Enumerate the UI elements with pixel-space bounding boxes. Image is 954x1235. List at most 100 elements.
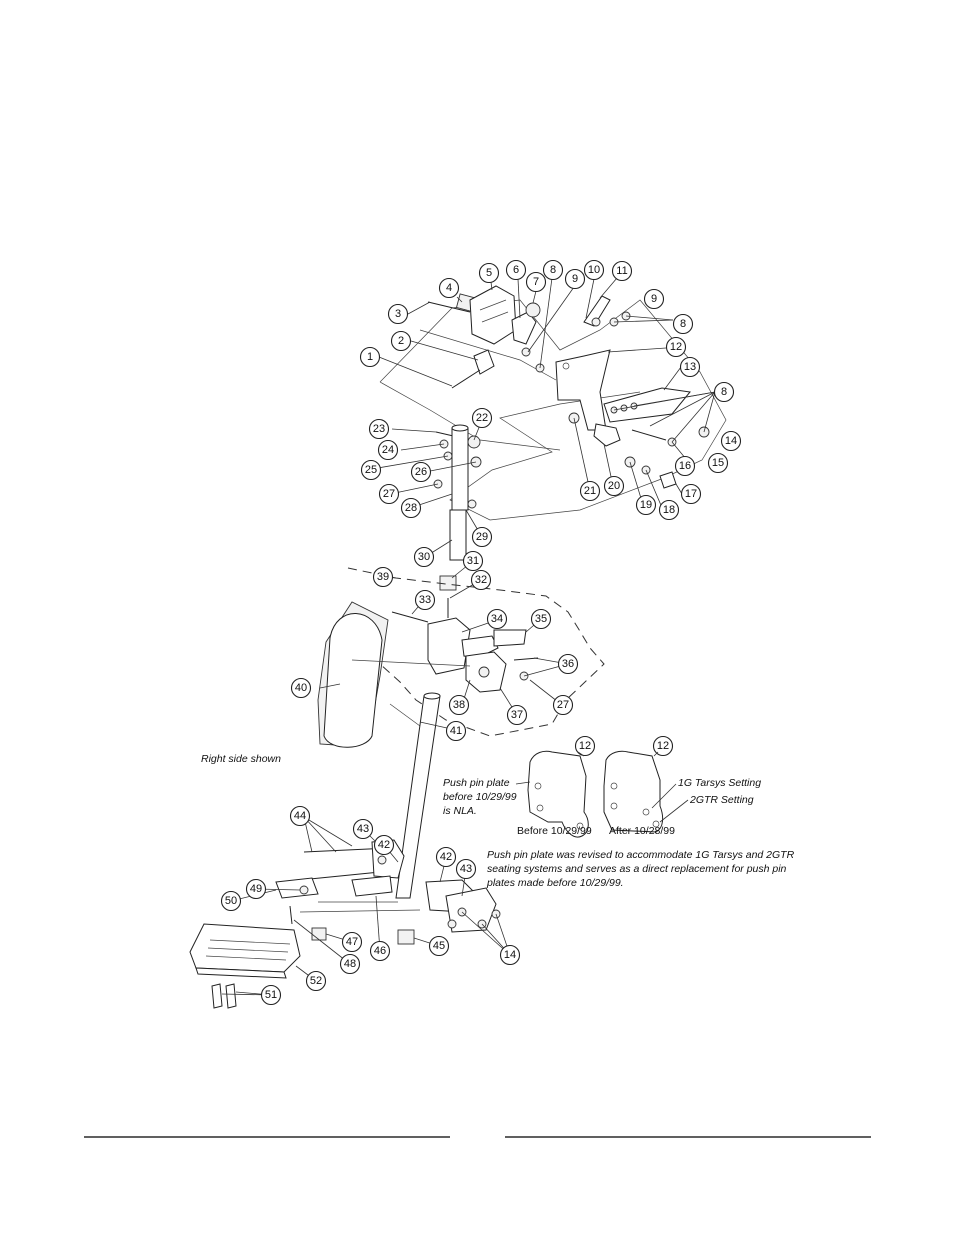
callout-38: 38 — [448, 694, 470, 716]
svg-text:12: 12 — [579, 740, 591, 752]
callout-43: 43 — [352, 818, 374, 840]
callout-16: 16 — [674, 455, 696, 477]
svg-text:14: 14 — [725, 435, 737, 447]
svg-text:25: 25 — [365, 464, 377, 476]
push-pin-note-line2: before 10/29/99 — [443, 791, 517, 803]
callout-32: 32 — [470, 569, 492, 591]
svg-text:1: 1 — [367, 351, 373, 363]
middle-assembly — [317, 567, 605, 899]
svg-text:8: 8 — [680, 318, 686, 330]
svg-text:9: 9 — [572, 273, 578, 285]
callout-51: 51 — [260, 984, 282, 1006]
callout-49: 49 — [245, 878, 267, 900]
svg-text:22: 22 — [476, 412, 488, 424]
callout-17: 17 — [680, 483, 702, 505]
callout-4: 4 — [438, 277, 460, 299]
callout-47: 47 — [341, 931, 363, 953]
svg-text:26: 26 — [415, 466, 427, 478]
callout-37: 37 — [506, 704, 528, 726]
callout-30: 30 — [413, 546, 435, 568]
svg-text:28: 28 — [405, 502, 417, 514]
svg-text:36: 36 — [562, 658, 574, 670]
svg-text:32: 32 — [475, 574, 487, 586]
svg-text:42: 42 — [378, 839, 390, 851]
setting-1g-label: 1G Tarsys Setting — [678, 777, 761, 789]
svg-text:42: 42 — [440, 851, 452, 863]
svg-text:52: 52 — [310, 975, 322, 987]
callout-6: 6 — [505, 259, 527, 281]
svg-text:8: 8 — [550, 264, 556, 276]
svg-text:9: 9 — [651, 293, 657, 305]
svg-text:17: 17 — [685, 488, 697, 500]
callout-14b: 14 — [499, 944, 521, 966]
push-pin-note-line3: is NLA. — [443, 805, 477, 817]
push-pin-detail — [515, 750, 689, 838]
svg-text:24: 24 — [382, 444, 394, 456]
svg-text:2: 2 — [398, 335, 404, 347]
svg-text:19: 19 — [640, 499, 652, 511]
svg-text:27: 27 — [383, 488, 395, 500]
svg-text:12: 12 — [670, 341, 682, 353]
callout-9b: 9 — [643, 288, 665, 310]
svg-text:39: 39 — [377, 571, 389, 583]
svg-text:51: 51 — [265, 989, 277, 1001]
lower-assembly — [189, 839, 501, 1009]
svg-text:5: 5 — [486, 267, 492, 279]
callout-24: 24 — [377, 439, 399, 461]
svg-text:50: 50 — [225, 895, 237, 907]
callout-42: 42 — [373, 834, 395, 856]
callout-3: 3 — [387, 303, 409, 325]
callout-29: 29 — [471, 526, 493, 548]
callout-26: 26 — [410, 461, 432, 483]
callout-28: 28 — [400, 497, 422, 519]
svg-text:13: 13 — [684, 361, 696, 373]
svg-text:49: 49 — [250, 883, 262, 895]
callout-39: 39 — [372, 566, 394, 588]
svg-text:3: 3 — [395, 308, 401, 320]
right-side-note: Right side shown — [201, 753, 281, 765]
svg-text:23: 23 — [373, 423, 385, 435]
callout-23: 23 — [368, 418, 390, 440]
svg-text:40: 40 — [295, 682, 307, 694]
svg-text:46: 46 — [374, 945, 386, 957]
callout-8c: 8 — [713, 381, 735, 403]
svg-text:10: 10 — [588, 264, 600, 276]
callout-40: 40 — [290, 677, 312, 699]
callout-15: 15 — [707, 452, 729, 474]
svg-text:16: 16 — [679, 460, 691, 472]
notes: Right side shown Push pin plate before 1… — [201, 753, 795, 889]
callout-43b: 43 — [455, 858, 477, 880]
svg-text:8: 8 — [721, 386, 727, 398]
svg-text:21: 21 — [584, 485, 596, 497]
callout-46: 46 — [369, 940, 391, 962]
callout-12-before: 12 — [574, 735, 596, 757]
svg-text:7: 7 — [533, 276, 539, 288]
callout-50: 50 — [220, 890, 242, 912]
callout-25: 25 — [360, 459, 382, 481]
callout-8: 8 — [542, 259, 564, 281]
svg-text:12: 12 — [657, 740, 669, 752]
svg-text:45: 45 — [433, 940, 445, 952]
callout-13: 13 — [679, 356, 701, 378]
svg-text:20: 20 — [608, 480, 620, 492]
callout-7: 7 — [525, 271, 547, 293]
svg-text:37: 37 — [511, 709, 523, 721]
svg-text:47: 47 — [346, 936, 358, 948]
callout-22: 22 — [471, 407, 493, 429]
callout-33: 33 — [414, 589, 436, 611]
callout-35: 35 — [530, 608, 552, 630]
callout-10: 10 — [583, 259, 605, 281]
revision-note-line2: seating systems and serves as a direct r… — [487, 863, 787, 875]
upper-parts — [427, 285, 710, 618]
callout-12: 12 — [665, 336, 687, 358]
svg-text:18: 18 — [663, 504, 675, 516]
svg-text:43: 43 — [357, 823, 369, 835]
callout-11: 11 — [611, 260, 633, 282]
svg-text:27: 27 — [557, 699, 569, 711]
svg-text:30: 30 — [418, 551, 430, 563]
svg-text:43: 43 — [460, 863, 472, 875]
svg-text:15: 15 — [712, 457, 724, 469]
callout-42b: 42 — [435, 846, 457, 868]
callouts: 1 2 3 4 5 6 7 8 9 10 11 9 8 12 13 8 14 1… — [220, 259, 742, 1006]
after-caption: After 10/28/99 — [609, 825, 675, 837]
